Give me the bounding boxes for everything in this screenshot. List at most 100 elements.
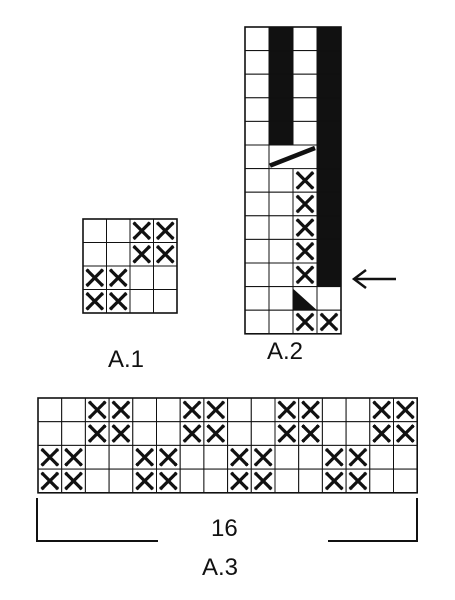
grid-cell [244, 191, 270, 217]
grid-cell [129, 289, 154, 314]
grid-cell [268, 262, 294, 288]
grid-cell [84, 444, 110, 470]
grid-cell [268, 191, 294, 217]
grid-cell [37, 421, 63, 446]
grid-cell [369, 468, 394, 494]
cross-symbol [372, 424, 392, 443]
cross-symbol [85, 268, 105, 288]
cross-symbol [155, 244, 175, 264]
grid-cell [179, 444, 205, 470]
grid-cell [292, 50, 318, 75]
cross-symbol [135, 447, 155, 467]
cross-symbol [277, 400, 297, 420]
black-cell [268, 26, 294, 52]
black-cell [316, 73, 342, 99]
grid-cell [244, 26, 270, 52]
cross-symbol [182, 400, 202, 420]
cross-symbol [230, 471, 249, 491]
grid-cell [84, 468, 110, 494]
grid-cell [298, 468, 323, 494]
grid-border [244, 26, 342, 335]
grid-cell [153, 265, 178, 290]
black-cell [268, 73, 294, 99]
cross-symbol [253, 471, 273, 491]
chart-a2-grid [244, 26, 342, 335]
black-cell [316, 191, 342, 217]
cross-symbol [111, 400, 131, 420]
cross-symbol [295, 218, 315, 237]
cross-symbol [158, 447, 178, 467]
grid-cell [369, 444, 394, 470]
grid-cell [244, 215, 270, 240]
cross-symbol [87, 400, 107, 420]
grid-border [82, 218, 178, 314]
chart-a1-label: A.1 [108, 346, 145, 373]
cross-symbol [295, 171, 315, 190]
cross-symbol [111, 424, 131, 443]
grid-cell [108, 444, 134, 470]
grid-cell [244, 168, 270, 193]
grid-cell [268, 309, 294, 335]
black-cell [316, 97, 342, 122]
cross-symbol [301, 400, 320, 420]
grid-cell [203, 468, 229, 494]
grid-cell [227, 421, 252, 446]
grid-cell [132, 397, 158, 423]
black-triangle-symbol [293, 288, 317, 311]
cross-symbol [230, 447, 249, 467]
grid-cell [274, 444, 300, 470]
grid-cell [156, 421, 181, 446]
grid-cell [292, 73, 318, 99]
grid-cell [345, 421, 371, 446]
black-cell [316, 144, 342, 170]
cross-symbol [158, 471, 178, 491]
black-cell [316, 215, 342, 240]
grid-cell [61, 397, 86, 423]
grid-cell [244, 144, 270, 170]
cross-symbol [206, 400, 226, 420]
grid-cell [393, 468, 418, 494]
grid-cell [244, 262, 270, 288]
cross-symbol [85, 291, 105, 311]
grid-cell [37, 397, 63, 423]
cross-symbol [206, 424, 226, 443]
cross-symbol [295, 265, 315, 285]
cross-symbol [64, 471, 83, 491]
grid-cell [106, 242, 131, 267]
grid-cell [268, 238, 294, 264]
cross-symbol [395, 400, 415, 420]
black-cell [268, 50, 294, 75]
grid-cell [292, 26, 318, 52]
cross-symbol [295, 241, 315, 261]
black-cell [316, 168, 342, 193]
cross-symbol [155, 221, 175, 241]
cross-symbol [182, 424, 202, 443]
a3-stitch-count: 16 [211, 515, 238, 542]
grid-cell [108, 468, 134, 494]
grid-cell [316, 286, 342, 311]
grid-cell [244, 120, 270, 146]
grid-cell [244, 73, 270, 99]
cross-symbol [301, 424, 320, 443]
cross-symbol [64, 447, 83, 467]
cross-symbol [372, 400, 392, 420]
grid-cell [203, 444, 229, 470]
cross-symbol [87, 424, 107, 443]
a3-width-bracket [36, 498, 418, 542]
chart-a1-grid [82, 218, 178, 314]
black-cell [316, 120, 342, 146]
grid-cell [250, 397, 276, 423]
grid-cell [244, 309, 270, 335]
black-cell [316, 238, 342, 264]
black-cell [268, 97, 294, 122]
cross-symbol [319, 312, 339, 332]
black-cell [316, 26, 342, 52]
grid-cell [298, 444, 323, 470]
chart-a2-label: A.2 [267, 338, 304, 365]
grid-cell [244, 50, 270, 75]
grid-cell [179, 468, 205, 494]
grid-cell [82, 242, 107, 267]
grid-cell [227, 397, 252, 423]
grid-cell [82, 218, 107, 243]
grid-cell [345, 397, 371, 423]
